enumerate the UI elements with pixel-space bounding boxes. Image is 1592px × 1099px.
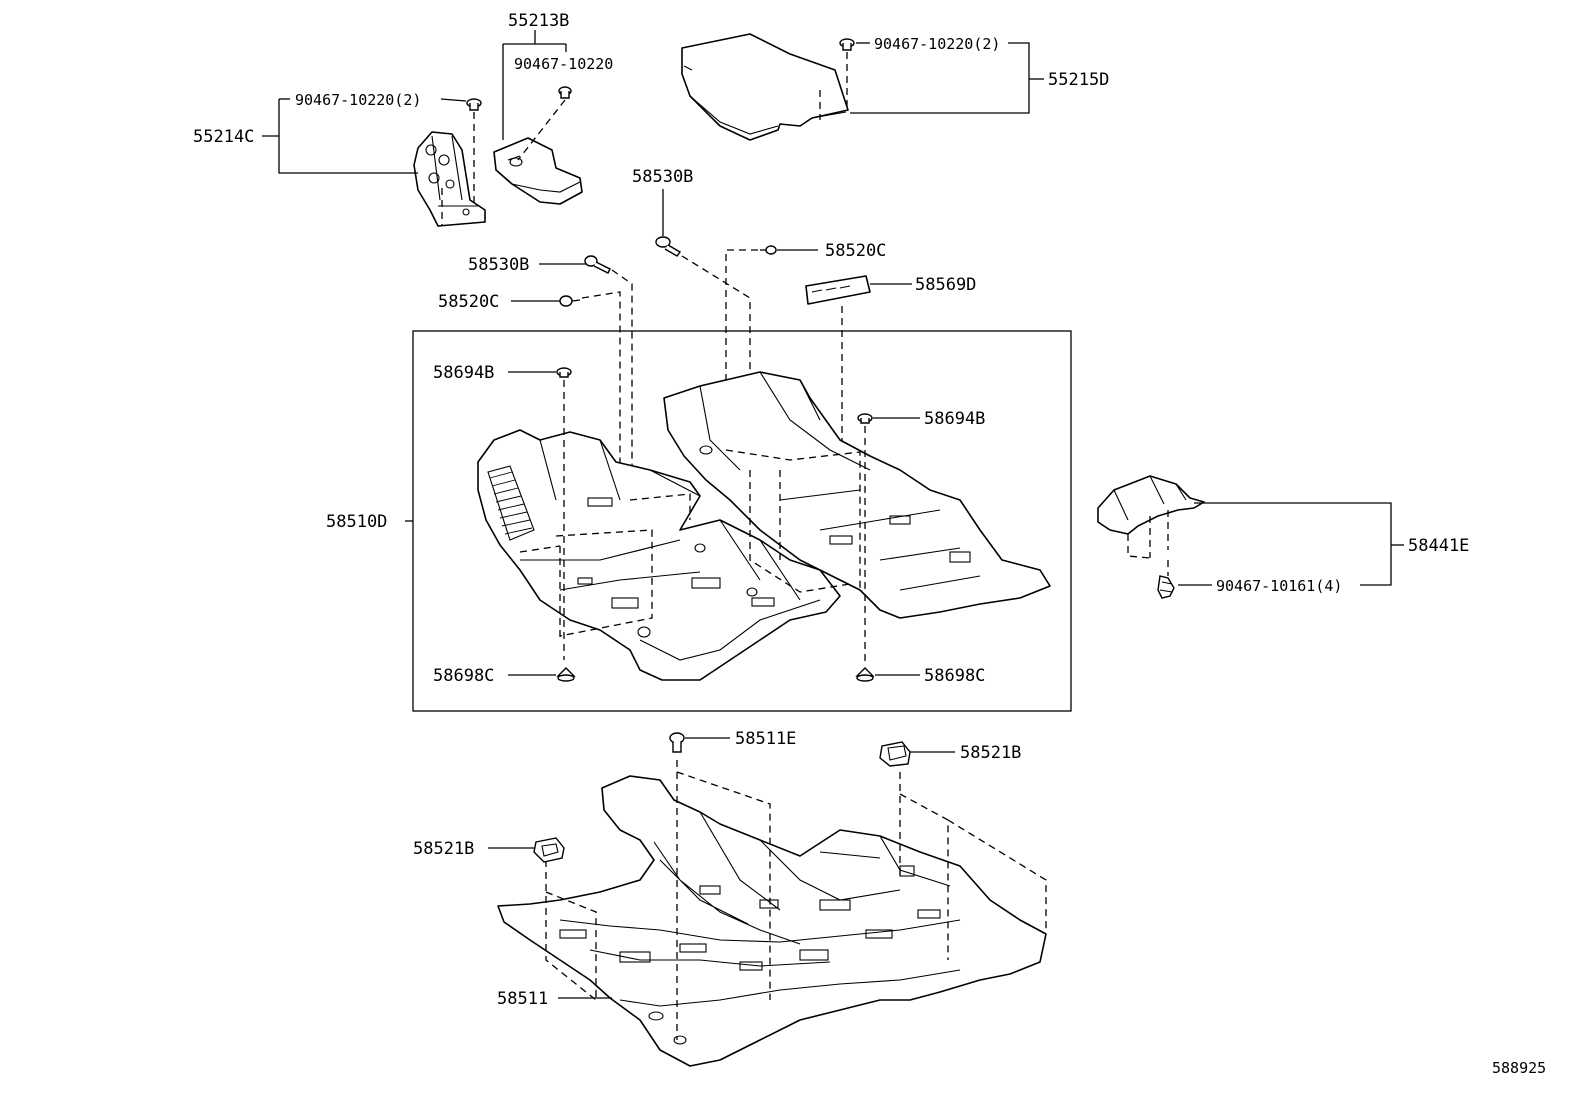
label-58694B-right: 58694B — [924, 409, 985, 429]
label-58698C-left: 58698C — [433, 666, 494, 686]
part-58511-silencer[interactable] — [497, 775, 1047, 1067]
label-58530B-upper: 58530B — [632, 167, 693, 187]
clip-58694B-right-icon — [857, 413, 873, 424]
label-58694B-left: 58694B — [433, 363, 494, 383]
label-90467-10161-4: 90467-10161(4) — [1216, 577, 1342, 595]
label-55215D: 55215D — [1048, 70, 1109, 90]
clip-90467-10220-left-icon — [466, 98, 482, 111]
clip-58698C-right-icon — [855, 667, 875, 682]
part-58510D-carpet[interactable] — [477, 371, 1051, 681]
label-55214C: 55214C — [193, 127, 254, 147]
label-58520C-left: 58520C — [438, 292, 499, 312]
clip-58521B-left-icon — [533, 837, 565, 863]
part-58441E-cover[interactable] — [1097, 475, 1205, 535]
part-55213B-pad[interactable] — [493, 137, 583, 205]
clip-58521B-right-icon — [879, 741, 911, 767]
label-58521B-left: 58521B — [413, 839, 474, 859]
label-58698C-right: 58698C — [924, 666, 985, 686]
screw-58530B-upper-icon — [655, 236, 682, 257]
clip-58694B-left-icon — [556, 367, 572, 378]
label-58441E: 58441E — [1408, 536, 1469, 556]
label-58569D: 58569D — [915, 275, 976, 295]
label-58511: 58511 — [497, 989, 548, 1009]
part-58569D-plate[interactable] — [805, 275, 871, 305]
clip-90467-10220-icon — [558, 86, 572, 99]
label-58511E: 58511E — [735, 729, 796, 749]
label-58521B-right: 58521B — [960, 743, 1021, 763]
label-90467-10220: 90467-10220 — [514, 55, 613, 73]
figure-number: 588925 — [1492, 1059, 1546, 1077]
label-90467-10220-2-right: 90467-10220(2) — [874, 35, 1000, 53]
label-58530B-lower: 58530B — [468, 255, 529, 275]
clip-58698C-left-icon — [556, 667, 576, 682]
part-55214C-bracket[interactable] — [413, 131, 486, 227]
label-58510D: 58510D — [326, 512, 387, 532]
part-55215D-mat[interactable] — [681, 33, 849, 141]
clip-58520C-left-icon — [559, 295, 581, 307]
label-58520C-right: 58520C — [825, 241, 886, 261]
clip-90467-10161-icon — [1157, 575, 1175, 599]
clip-58520C-right-icon — [760, 245, 777, 255]
clip-58511E-icon — [669, 732, 685, 753]
label-55213B: 55213B — [508, 11, 569, 31]
label-90467-10220-2-left: 90467-10220(2) — [295, 91, 421, 109]
screw-58530B-lower-icon — [584, 255, 611, 274]
clip-90467-10220-right-icon — [839, 38, 855, 51]
